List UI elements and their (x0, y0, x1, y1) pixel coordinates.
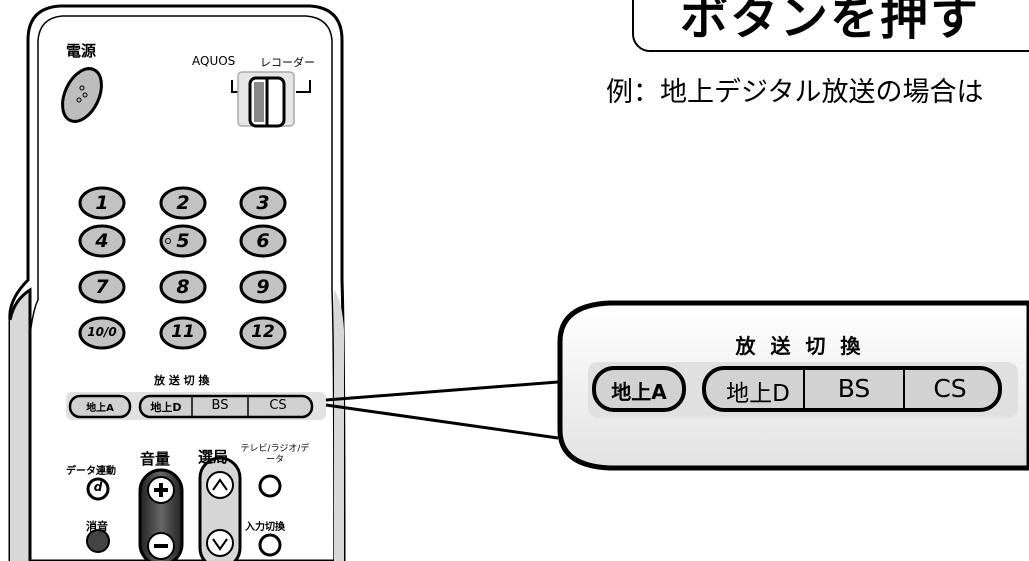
volume-rocker[interactable] (140, 470, 182, 561)
number-button-1[interactable]: 1 (95, 192, 109, 214)
number-button-6[interactable]: 6 (256, 230, 270, 252)
zoom-btn-terrestrial-analog[interactable]: 地上A (611, 380, 667, 404)
number-button-9[interactable]: 9 (256, 276, 270, 298)
tv-radio-data-label: テレビ/ラジオ/データ (240, 444, 310, 465)
number-button-5[interactable]: 5 (176, 230, 190, 252)
zoom-btn-cs[interactable]: CS (933, 374, 967, 403)
caption-title: ボタンを押す (680, 0, 981, 46)
power-label: 電源 (66, 42, 97, 60)
number-button-7[interactable]: 7 (95, 276, 109, 298)
example-text: 例：地上デジタル放送の場合は (606, 77, 984, 108)
number-button-12[interactable]: 12 (251, 322, 275, 342)
number-button-8[interactable]: 8 (176, 276, 190, 298)
zoom-btn-terrestrial-digital[interactable]: 地上D (726, 381, 790, 407)
volume-label: 音量 (140, 450, 171, 468)
data-link-button[interactable]: d (93, 480, 103, 494)
remote-btn-bs[interactable]: BS (211, 398, 229, 413)
channel-label: 選局 (198, 448, 229, 466)
input-switch-label: 入力切換 (245, 522, 285, 533)
number-button-4[interactable]: 4 (95, 230, 109, 252)
number-button-3[interactable]: 3 (256, 192, 270, 214)
zoom-broadcast-label: 放 送 切 換 (735, 334, 865, 358)
mute-button[interactable] (87, 530, 109, 552)
mode-label-aquos: AQUOS (192, 54, 236, 68)
data-link-label: データ連動 (66, 466, 116, 477)
mute-label: 消音 (86, 520, 108, 533)
remote-btn-terrestrial-analog[interactable]: 地上A (86, 403, 114, 414)
remote-btn-cs[interactable]: CS (269, 398, 287, 413)
power-button (61, 67, 103, 123)
zoom-btn-bs[interactable]: BS (837, 374, 871, 403)
caption-box (632, 0, 1029, 52)
channel-rocker[interactable] (200, 458, 240, 561)
power-button-hit[interactable] (64, 66, 100, 124)
tv-radio-data-button[interactable] (260, 476, 280, 496)
broadcast-switch-label: 放 送 切 換 (154, 374, 210, 387)
number-button-10[interactable]: 10/0 (87, 325, 117, 339)
mode-label-recorder: レコーダー (260, 56, 315, 69)
number-button-2[interactable]: 2 (176, 192, 190, 214)
remote-btn-terrestrial-digital[interactable]: 地上D (150, 401, 182, 414)
input-switch-button[interactable] (260, 535, 280, 555)
mode-switch[interactable] (238, 72, 294, 126)
number-button-11[interactable]: 11 (171, 322, 195, 342)
